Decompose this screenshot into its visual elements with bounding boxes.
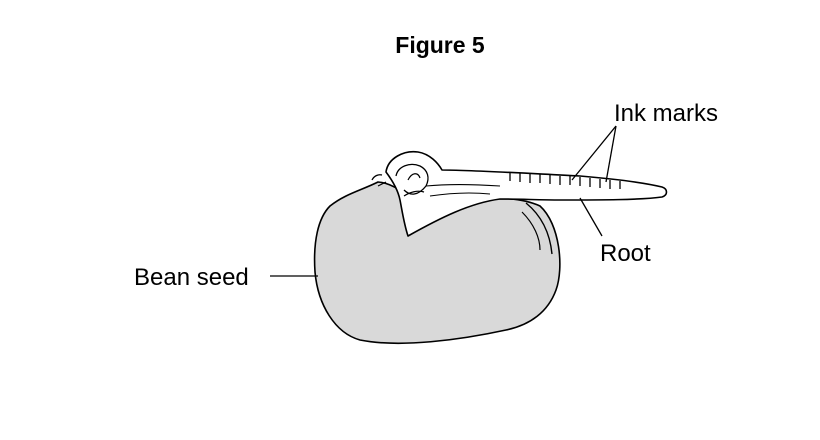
ink-marks-label: Ink marks xyxy=(614,100,718,127)
figure-title: Figure 5 xyxy=(395,32,485,58)
root-inner-fold xyxy=(403,173,425,197)
ink-marks-leader-1 xyxy=(571,125,617,181)
root-inner-line-2 xyxy=(429,192,491,197)
root-inner-line xyxy=(425,183,501,187)
ink-marks xyxy=(509,173,621,189)
root-outline xyxy=(385,150,668,237)
ink-marks-leader-2 xyxy=(605,125,617,183)
seed-shoulder-1 xyxy=(371,174,383,181)
root-inner-loop xyxy=(395,163,429,195)
root-leader xyxy=(579,197,603,237)
root-label: Root xyxy=(600,240,651,267)
seed-ridge-1 xyxy=(525,202,553,255)
seed-ridge-2 xyxy=(521,211,541,251)
bean-seed-label: Bean seed xyxy=(134,264,249,291)
seed-shoulder-2 xyxy=(377,181,387,187)
